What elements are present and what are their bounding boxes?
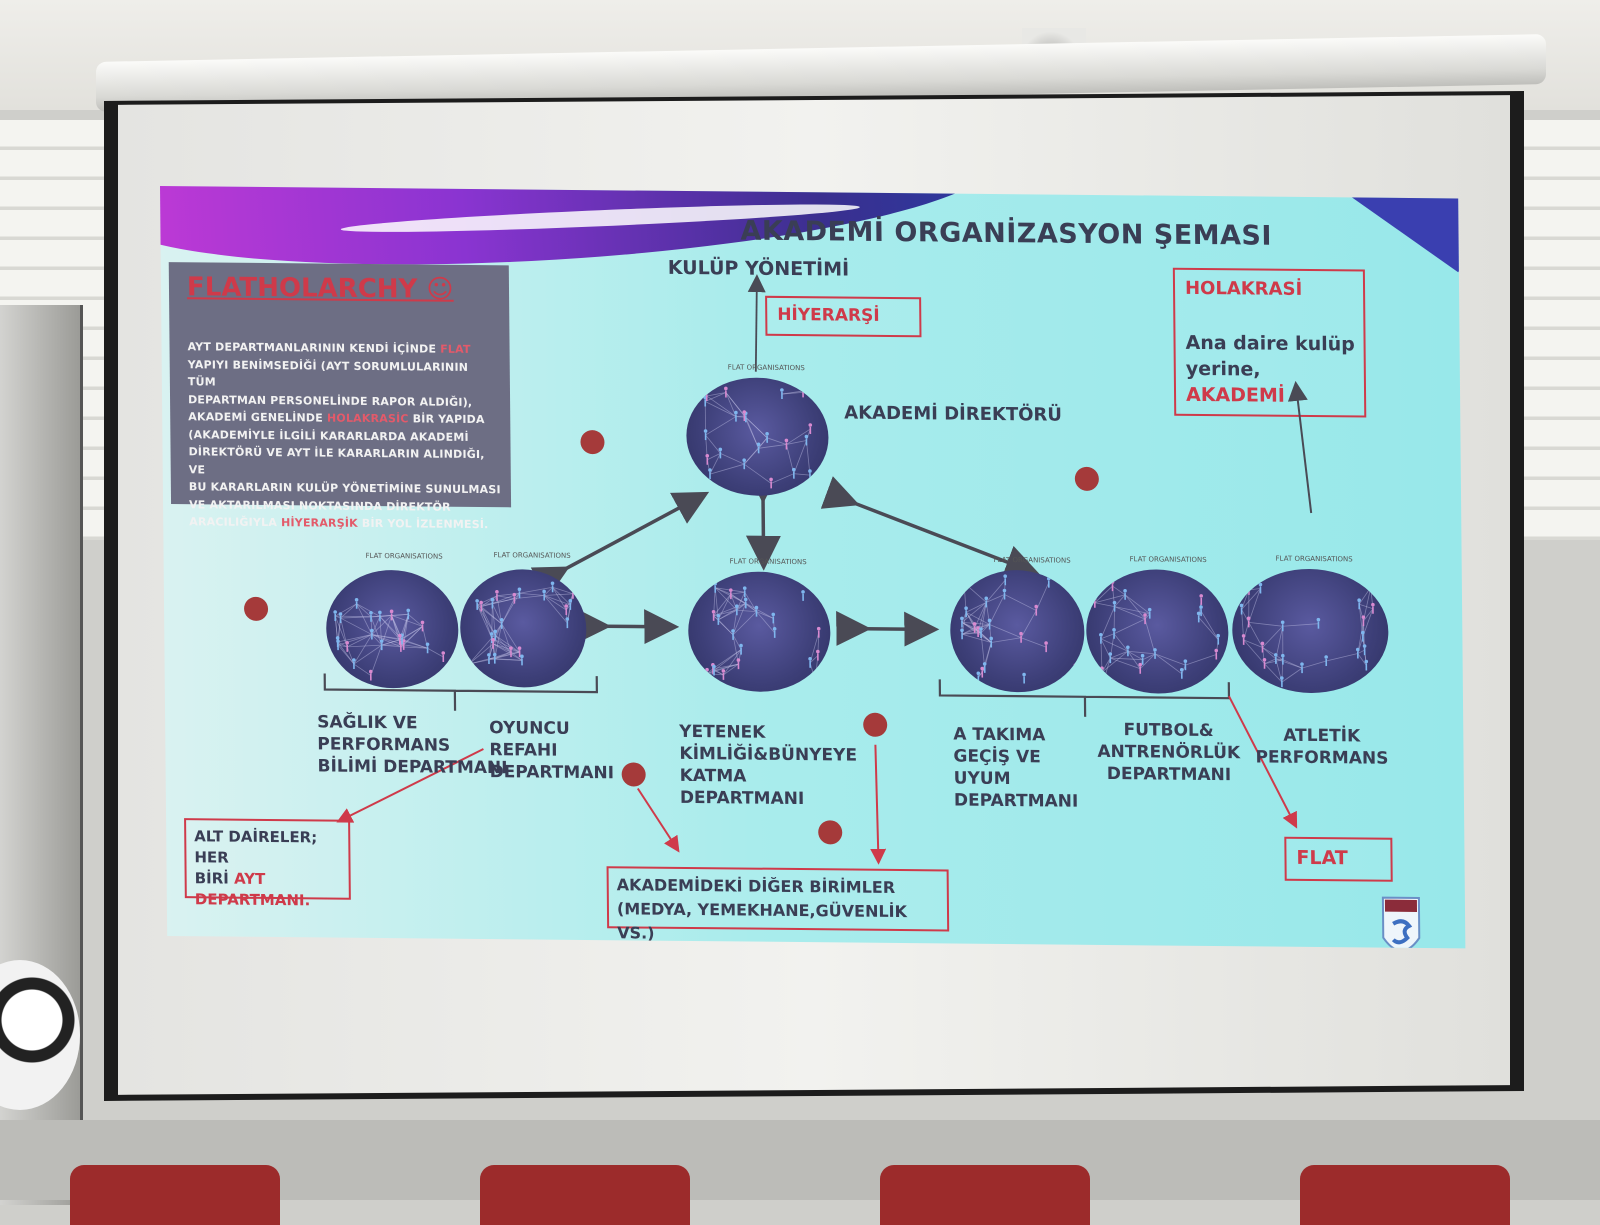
dept-line: A TAKIMA — [953, 724, 1078, 747]
dept-line: PERFORMANS — [317, 733, 507, 757]
people-network-icon — [1086, 569, 1229, 694]
people-network-icon — [950, 570, 1085, 693]
yetenek-circle — [688, 571, 831, 692]
alt-line: ALT DAİRELER; HER — [194, 826, 348, 869]
atletik-circle — [1232, 568, 1389, 693]
flat-org-label: FLAT ORGANISATIONS — [994, 556, 1071, 565]
dept-line: DEPARTMANI — [1098, 763, 1241, 786]
decor-dot — [580, 430, 604, 454]
dept-line: ANTRENÖRLÜK — [1097, 741, 1240, 764]
people-network-icon — [326, 570, 459, 689]
flat-org-label: FLAT ORGANISATIONS — [728, 363, 805, 372]
alt-daireler-text: ALT DAİRELER; HER BİRİ AYT DEPARTMANI. — [194, 826, 349, 911]
flat-org-label: FLAT ORGANISATIONS — [366, 552, 443, 561]
akademi-direktoru-label: AKADEMİ DİREKTÖRÜ — [844, 403, 1062, 427]
decor-dot — [818, 820, 842, 844]
dept-line: REFAHI — [489, 739, 614, 762]
diger-birimler-box: AKADEMİDEKİ DİĞER BİRİMLER (MEDYA, YEMEK… — [607, 866, 950, 931]
dept-saglik-label: SAĞLIK VE PERFORMANS BİLİMİ DEPARTMANI — [317, 711, 508, 779]
oyuncu-circle — [460, 569, 587, 688]
decor-dot — [244, 597, 268, 621]
presentation-slide: AKADEMİ ORGANİZASYON ŞEMASI KULÜP YÖNETİ… — [160, 186, 1465, 948]
dept-line: UYUM — [954, 768, 1079, 791]
dept-line: KATMA — [680, 765, 858, 789]
diagram-arrows — [160, 186, 1465, 948]
dept-line: DEPARTMANI — [954, 790, 1079, 813]
flat-org-label: FLAT ORGANISATIONS — [1130, 555, 1207, 564]
chair — [480, 1165, 690, 1225]
chair — [1300, 1165, 1510, 1225]
people-network-icon — [688, 571, 831, 692]
dept-line: KİMLİĞİ&BÜNYEYE — [679, 743, 857, 767]
dept-line: BİLİMİ DEPARTMANI — [317, 755, 507, 779]
dept-line: ATLETİK — [1255, 724, 1388, 747]
futbol-circle — [1086, 569, 1229, 694]
alt-daireler-box: ALT DAİRELER; HER BİRİ AYT DEPARTMANI. — [184, 818, 351, 900]
atakima-circle — [950, 570, 1085, 693]
dept-line: SAĞLIK VE — [317, 711, 507, 735]
people-network-icon — [1232, 568, 1389, 693]
dept-futbol-label: FUTBOL& ANTRENÖRLÜK DEPARTMANI — [1097, 719, 1240, 786]
flat-box: FLAT — [1284, 837, 1392, 882]
saglik-circle — [326, 570, 459, 689]
dept-line: PERFORMANS — [1255, 746, 1388, 769]
akademi-direktoru-circle — [686, 377, 829, 496]
dept-atakima-label: A TAKIMA GEÇİŞ VE UYUM DEPARTMANI — [953, 724, 1078, 813]
diger-birimler-text: AKADEMİDEKİ DİĞER BİRİMLER (MEDYA, YEMEK… — [617, 873, 948, 948]
dept-line: OYUNCU — [489, 717, 614, 740]
dept-yetenek-label: YETENEK KİMLİĞİ&BÜNYEYE KATMA DEPARTMANI — [679, 721, 857, 811]
dept-atletik-label: ATLETİK PERFORMANS — [1255, 724, 1388, 769]
flat-org-label: FLAT ORGANISATIONS — [494, 551, 571, 560]
dept-line: DEPARTMANI — [490, 761, 615, 784]
dept-line: FUTBOL& — [1097, 719, 1240, 742]
decor-dot — [1075, 467, 1099, 491]
chair — [880, 1165, 1090, 1225]
decor-dot — [863, 713, 887, 737]
alt-highlight: AYT — [234, 870, 265, 888]
dept-oyuncu-label: OYUNCU REFAHI DEPARTMANI — [489, 717, 614, 784]
alt-highlight: DEPARTMANI. — [195, 889, 349, 911]
flat-org-label: FLAT ORGANISATIONS — [1276, 555, 1353, 564]
alt-line: BİRİ — [195, 869, 235, 887]
other-line: (MEDYA, YEMEKHANE,GÜVENLİK VS.) — [617, 897, 948, 948]
decor-dot — [622, 762, 646, 786]
dept-line: YETENEK — [679, 721, 857, 745]
people-network-icon — [460, 569, 587, 688]
flat-label: FLAT — [1296, 847, 1347, 869]
club-logo-icon — [1379, 894, 1424, 949]
flat-org-label: FLAT ORGANISATIONS — [730, 557, 807, 566]
chair — [70, 1165, 280, 1225]
dept-line: GEÇİŞ VE — [953, 746, 1078, 769]
other-line: AKADEMİDEKİ DİĞER BİRİMLER — [617, 873, 947, 900]
dept-line: DEPARTMANI — [680, 787, 858, 811]
people-network-icon — [686, 377, 829, 496]
